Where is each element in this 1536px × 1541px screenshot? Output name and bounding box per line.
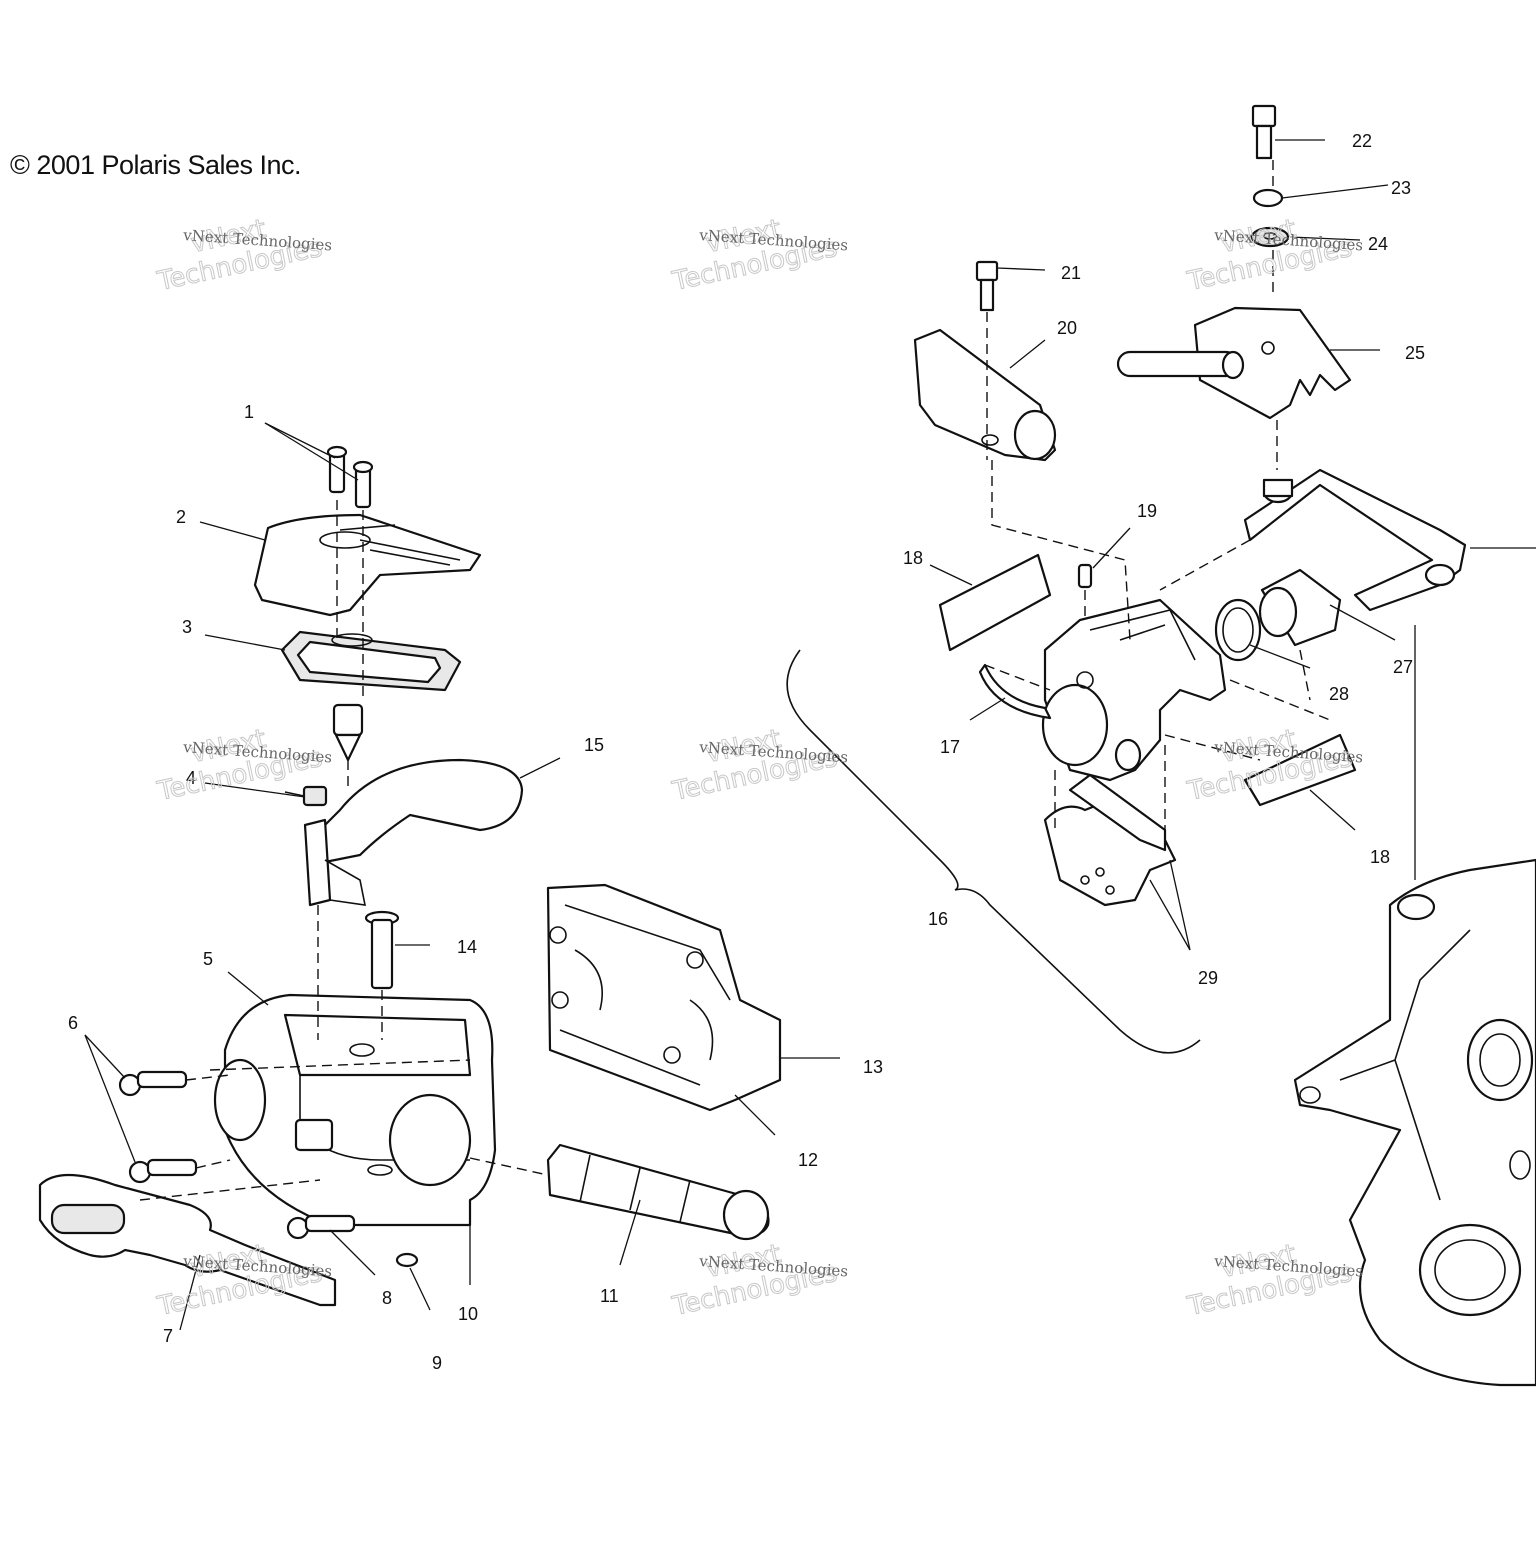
copyright-notice: © 2001 Polaris Sales Inc. [10, 150, 302, 180]
screw-pair [326, 445, 374, 509]
callout-23: 23 [1391, 178, 1411, 198]
callout-7: 7 [163, 1326, 173, 1346]
callout-24: 24 [1368, 234, 1388, 254]
brake-lever [38, 1173, 337, 1307]
callout-13: 13 [863, 1057, 883, 1077]
banjo-bracket [1116, 306, 1352, 420]
pad-clips [938, 553, 1357, 807]
leader-lines [84, 139, 1536, 1331]
grip-sleeve [546, 1143, 770, 1241]
retaining-ring [395, 1252, 419, 1268]
callout-6: 6 [68, 1013, 78, 1033]
callout-numbers: 1 2 3 4 5 6 7 8 9 10 11 12 13 14 15 16 1… [68, 131, 1425, 1373]
callout-11: 11 [600, 1286, 619, 1306]
callout-2: 2 [176, 507, 186, 527]
callout-14: 14 [457, 937, 477, 957]
callout-17: 17 [940, 737, 960, 757]
spring [284, 785, 328, 807]
callout-22: 22 [1352, 131, 1372, 151]
callout-8: 8 [382, 1288, 392, 1308]
throttle-lever [303, 758, 524, 907]
callout-5: 5 [203, 949, 213, 969]
callout-28: 28 [1329, 684, 1349, 704]
throttle-cover [253, 513, 482, 617]
callout-18b: 18 [1370, 847, 1390, 867]
callout-12: 12 [798, 1150, 818, 1170]
fitting-screw [975, 260, 999, 312]
gasket [280, 630, 462, 692]
callout-16: 16 [928, 909, 948, 929]
wheel-knuckle [1293, 858, 1536, 1387]
pivot-pin [364, 910, 400, 990]
lever-screw [286, 1214, 356, 1240]
caliper-frame [1243, 468, 1467, 612]
callout-9: 9 [432, 1353, 442, 1373]
callout-4: 4 [186, 768, 196, 788]
callout-29: 29 [1198, 968, 1218, 988]
housing-screws [118, 1070, 198, 1184]
clamp-cover [546, 883, 782, 1112]
callout-25: 25 [1405, 343, 1425, 363]
piston-seal [1214, 568, 1342, 662]
callout-10: 10 [458, 1304, 478, 1324]
plunger [332, 703, 364, 762]
brake-cable [978, 663, 1052, 720]
callout-15: 15 [584, 735, 604, 755]
callout-27: 27 [1393, 657, 1413, 677]
top-bolt [1250, 104, 1290, 248]
assembly-brace [786, 649, 1201, 1054]
brake-pads [1043, 773, 1177, 907]
callout-21: 21 [1061, 263, 1081, 283]
callout-19: 19 [1137, 501, 1157, 521]
bleeder-valve [1077, 563, 1093, 589]
callout-3: 3 [182, 617, 192, 637]
housing [213, 993, 497, 1227]
hose-fitting [913, 328, 1057, 462]
brake-caliper [1041, 598, 1227, 782]
callout-18a: 18 [903, 548, 923, 568]
left-alignment-lines [139, 500, 549, 1201]
callout-20: 20 [1057, 318, 1077, 338]
right-alignment-lines [984, 160, 1331, 830]
callout-1: 1 [244, 402, 254, 422]
